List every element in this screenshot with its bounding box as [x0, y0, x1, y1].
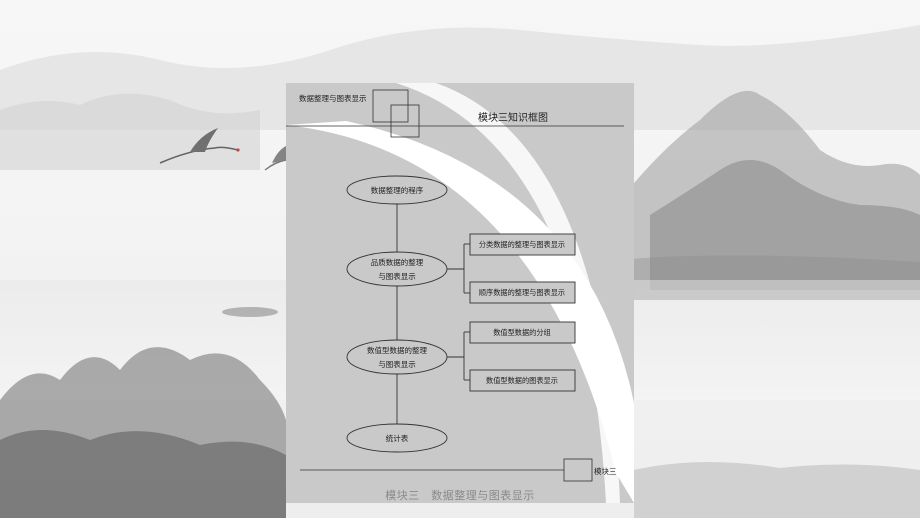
- branch-categorical-label: 分类数据的整理与图表显示: [479, 240, 565, 249]
- header-box-1: [372, 89, 409, 123]
- node-procedure-label: 数据整理的程序: [371, 185, 424, 195]
- branch-grouping-label: 数值型数据的分组: [493, 328, 551, 337]
- node-numeric-line2: 与图表显示: [378, 359, 416, 369]
- crane-icon: [159, 128, 240, 164]
- branch-box-numeric-chart: [469, 369, 576, 392]
- diagram-title: 模块三知识框图: [478, 111, 548, 124]
- branch-box-categorical: [469, 233, 576, 256]
- slide-caption: 模块三 数据整理与图表显示: [385, 489, 535, 502]
- header-box-2: [390, 104, 420, 138]
- node-qualitative-line2: 与图表显示: [378, 271, 416, 281]
- chapter-label: 数据整理与图表显示: [299, 93, 367, 103]
- framework-diagram: 数据整理与图表显示 模块三知识框图 数据整理的程序 品质数据的整理 与图表显示 …: [286, 83, 634, 503]
- branch-ordinal-label: 顺序数据的整理与图表显示: [479, 288, 565, 297]
- knowledge-framework-slide: 数据整理与图表显示 模块三知识框图 数据整理的程序 品质数据的整理 与图表显示 …: [286, 83, 634, 503]
- node-procedure: [346, 175, 448, 205]
- node-numeric-line1: 数值型数据的整理: [367, 345, 427, 355]
- branch-numeric-chart-label: 数值型数据的图表显示: [486, 376, 558, 385]
- foreground-trees: [0, 347, 286, 518]
- crane-icon: [264, 146, 287, 171]
- distant-mountains: [0, 25, 920, 130]
- branch-box-grouping: [469, 321, 576, 344]
- right-mountain: [620, 90, 920, 280]
- node-qualitative-line1: 品质数据的整理: [371, 257, 424, 267]
- node-stat-table: [346, 423, 448, 453]
- footer-module-tag: 模块三: [594, 466, 617, 476]
- node-stat-table-label: 统计表: [386, 433, 409, 443]
- footer-box: [563, 458, 593, 482]
- decorative-arc-outer: [286, 121, 634, 503]
- branch-box-ordinal: [469, 281, 576, 304]
